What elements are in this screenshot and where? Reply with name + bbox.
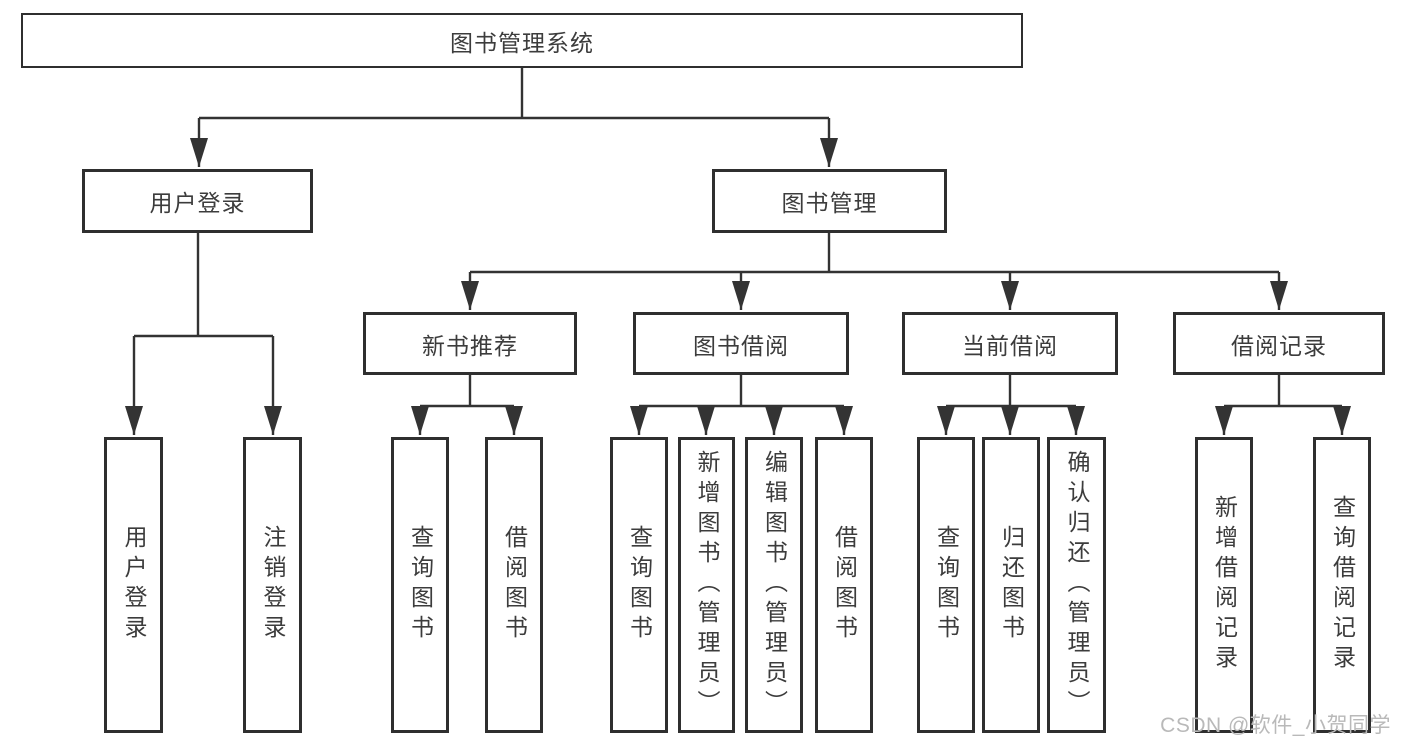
leaf-edit-books-admin: 编辑图书（管理员） — [745, 437, 803, 733]
node-label: 查询图书 — [626, 525, 653, 645]
leaf-confirm-return-admin: 确认归还（管理员） — [1047, 437, 1106, 733]
node-borrow-records: 借阅记录 — [1173, 312, 1385, 375]
node-label: 归还图书 — [998, 525, 1025, 645]
node-label: 新增图书（管理员） — [694, 450, 720, 720]
node-user-login: 用户登录 — [82, 169, 313, 233]
leaf-query-books-recommend: 查询图书 — [391, 437, 449, 733]
leaf-user-login: 用户登录 — [104, 437, 163, 733]
leaf-return-books: 归还图书 — [982, 437, 1040, 733]
leaf-query-books-borrow: 查询图书 — [610, 437, 668, 733]
node-label: 新书推荐 — [422, 332, 518, 359]
leaf-borrow-books-recommend: 借阅图书 — [485, 437, 543, 733]
node-book-borrow: 图书借阅 — [633, 312, 849, 375]
node-label: 确认归还（管理员） — [1064, 450, 1090, 720]
node-label: 图书管理系统 — [450, 29, 594, 56]
csdn-watermark: CSDN @软件_小贺同学 — [1160, 714, 1391, 737]
node-book-management: 图书管理 — [712, 169, 947, 233]
node-label: 新增借阅记录 — [1211, 495, 1238, 675]
leaf-borrow-books: 借阅图书 — [815, 437, 873, 733]
leaf-add-borrow-record: 新增借阅记录 — [1195, 437, 1253, 733]
node-label: 当前借阅 — [962, 332, 1058, 359]
node-label: 借阅记录 — [1231, 332, 1327, 359]
node-root-system: 图书管理系统 — [21, 13, 1023, 68]
node-current-borrow: 当前借阅 — [902, 312, 1118, 375]
node-label: 用户登录 — [149, 190, 246, 216]
leaf-query-books-current: 查询图书 — [917, 437, 975, 733]
node-label: 编辑图书（管理员） — [761, 450, 788, 720]
node-label: 查询图书 — [933, 525, 960, 645]
node-label: 查询借阅记录 — [1329, 495, 1356, 675]
node-label: 用户登录 — [121, 525, 147, 645]
node-label: 借阅图书 — [831, 525, 858, 645]
leaf-query-borrow-record: 查询借阅记录 — [1313, 437, 1371, 733]
node-new-book-recommend: 新书推荐 — [363, 312, 577, 375]
node-label: 图书借阅 — [693, 332, 789, 359]
leaf-add-books-admin: 新增图书（管理员） — [678, 437, 735, 733]
node-label: 借阅图书 — [501, 525, 528, 645]
node-label: 图书管理 — [781, 190, 878, 216]
node-label: 注销登录 — [260, 525, 286, 645]
leaf-logout: 注销登录 — [243, 437, 302, 733]
node-label: 查询图书 — [407, 525, 434, 645]
connector-lines — [125, 68, 1351, 435]
